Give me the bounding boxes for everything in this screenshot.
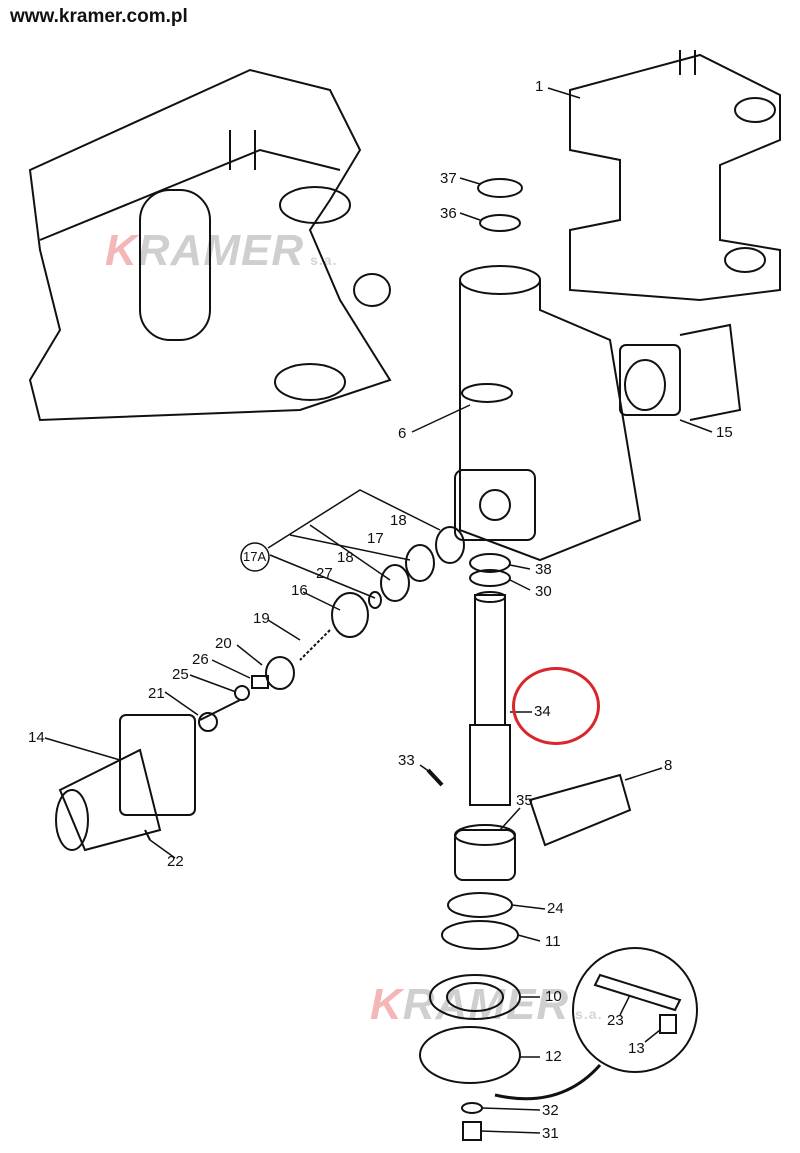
- part-26-pin: [251, 675, 269, 689]
- label-25[interactable]: 25: [172, 666, 189, 683]
- part-21-head: [198, 712, 218, 732]
- part-11-housing: [441, 920, 519, 950]
- part-24-bearing: [447, 892, 513, 918]
- label-13[interactable]: 13: [628, 1040, 645, 1057]
- label-32[interactable]: 32: [542, 1102, 559, 1119]
- part-14-cylinder: [55, 714, 196, 852]
- part-37-ring: [477, 178, 523, 198]
- part-19-spring: [299, 629, 331, 661]
- part-23-plate: [593, 973, 682, 1012]
- label-17[interactable]: 17: [367, 530, 384, 547]
- label-24[interactable]: 24: [547, 900, 564, 917]
- frame-drawing: [28, 68, 392, 422]
- label-23[interactable]: 23: [607, 1012, 624, 1029]
- site-url[interactable]: www.kramer.com.pl: [10, 6, 188, 27]
- label-18a[interactable]: 18: [390, 512, 407, 529]
- part-10-gasket: [429, 974, 521, 1020]
- part-17-ring: [405, 544, 435, 582]
- part-31-plug: [462, 1121, 482, 1141]
- label-14[interactable]: 14: [28, 729, 45, 746]
- label-10[interactable]: 10: [545, 988, 562, 1005]
- part-34-shaft: [469, 591, 511, 806]
- part-15-cylinder: [619, 323, 742, 421]
- part-1-bracket: [569, 50, 781, 302]
- part-35-gear: [454, 824, 516, 881]
- housing-drawing: [454, 265, 642, 562]
- part-16-sleeve: [331, 592, 369, 638]
- label-26[interactable]: 26: [192, 651, 209, 668]
- label-1[interactable]: 1: [535, 78, 544, 95]
- part-36-ring: [479, 214, 521, 232]
- label-6[interactable]: 6: [398, 425, 407, 442]
- label-15[interactable]: 15: [716, 424, 733, 441]
- label-19[interactable]: 19: [253, 610, 270, 627]
- detail-circle: [572, 947, 698, 1073]
- part-21-bolt: [199, 699, 241, 721]
- label-30[interactable]: 30: [535, 583, 552, 600]
- label-22[interactable]: 22: [167, 853, 184, 870]
- part-12-plate: [419, 1026, 521, 1084]
- part-22-bolt: [144, 829, 151, 841]
- label-27[interactable]: 27: [316, 565, 333, 582]
- part-13-plug: [659, 1014, 677, 1034]
- label-36[interactable]: 36: [440, 205, 457, 222]
- callout-17a-circle: [240, 542, 270, 572]
- label-12[interactable]: 12: [545, 1048, 562, 1065]
- label-38[interactable]: 38: [535, 561, 552, 578]
- part-18a-ring: [435, 526, 465, 564]
- part-18b-ring: [380, 564, 410, 602]
- part-38-ring: [469, 553, 511, 573]
- detail-leader: [494, 1064, 602, 1101]
- part-20-cap: [265, 656, 295, 690]
- label-18b[interactable]: 18: [337, 549, 354, 566]
- label-31[interactable]: 31: [542, 1125, 559, 1142]
- label-33[interactable]: 33: [398, 752, 415, 769]
- label-21[interactable]: 21: [148, 685, 165, 702]
- label-20[interactable]: 20: [215, 635, 232, 652]
- label-34[interactable]: 34: [534, 703, 551, 720]
- part-8-rack: [528, 773, 632, 847]
- part-25-washer: [234, 685, 250, 701]
- part-33-pin: [426, 768, 444, 787]
- label-35[interactable]: 35: [516, 792, 533, 809]
- part-10-inner: [446, 982, 504, 1012]
- part-27-oring: [368, 591, 382, 609]
- highlight-circle-34: [512, 667, 600, 745]
- label-8[interactable]: 8: [664, 757, 673, 774]
- label-16[interactable]: 16: [291, 582, 308, 599]
- part-32-washer: [461, 1102, 483, 1114]
- leader-lines: [44, 87, 713, 1134]
- part-30-ring: [469, 569, 511, 587]
- label-11[interactable]: 11: [545, 933, 561, 950]
- label-37[interactable]: 37: [440, 170, 457, 187]
- label-17a[interactable]: 17A: [243, 549, 267, 564]
